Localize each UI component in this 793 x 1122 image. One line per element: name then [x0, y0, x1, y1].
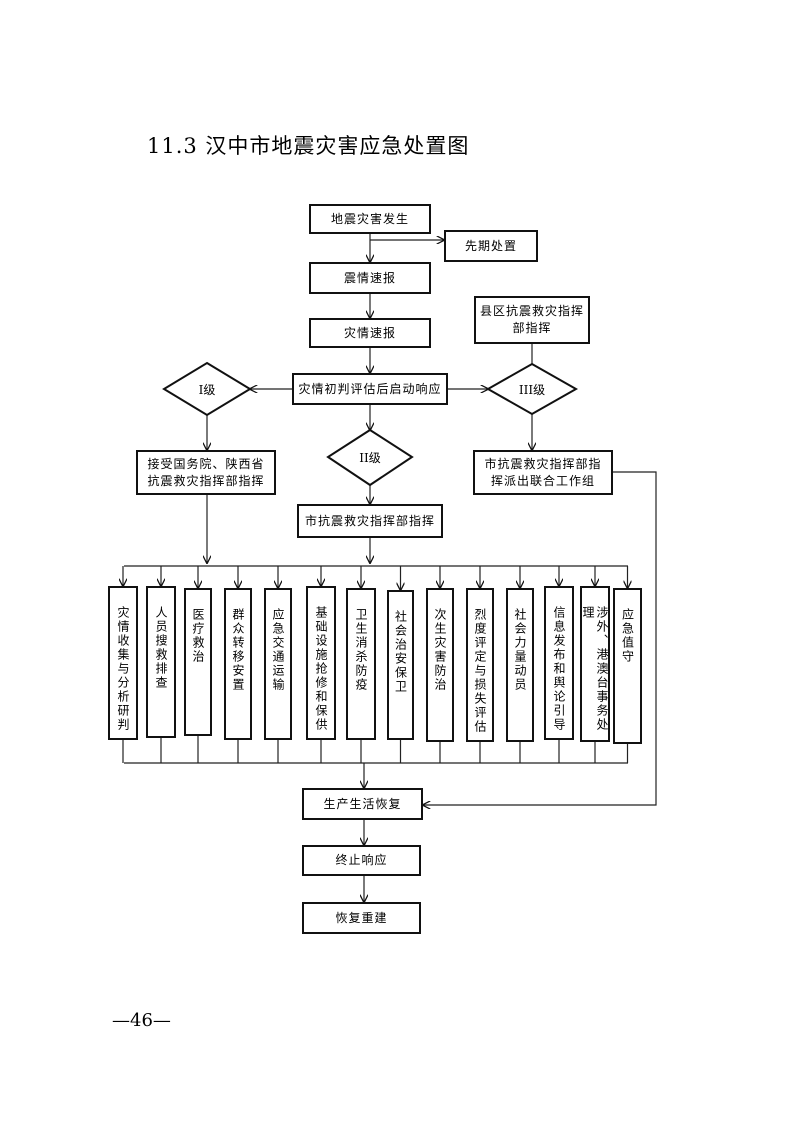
task-label: 涉外、港澳台事务处理	[581, 606, 609, 732]
task-box-7: 卫生消杀防疫	[346, 588, 376, 740]
task-box-9: 次生灾害防治	[426, 588, 454, 742]
level2-label: II级	[359, 450, 381, 465]
task-box-2: 人员搜救排查	[146, 586, 176, 738]
task-box-1: 灾情收集与分析研判	[108, 586, 138, 740]
node-quake: 地震灾害发生	[309, 204, 431, 234]
task-label: 卫生消杀防疫	[354, 608, 368, 692]
level2-diamond	[326, 428, 414, 487]
task-label: 医疗救治	[191, 608, 205, 664]
node-disaster-report: 灾情速报	[309, 318, 431, 348]
task-box-14: 应急值守	[613, 588, 642, 744]
node-county-hq: 县区抗震救灾指挥部指挥	[474, 296, 590, 344]
task-label: 次生灾害防治	[433, 608, 447, 692]
level1-label: I级	[198, 382, 216, 397]
task-label: 应急交通运输	[271, 608, 285, 692]
task-box-12: 信息发布和舆论引导	[544, 586, 574, 740]
task-label: 应急值守	[620, 608, 635, 664]
task-box-13: 涉外、港澳台事务处理	[580, 586, 610, 742]
node-early-response: 先期处置	[444, 230, 538, 262]
node-city-team: 市抗震救灾指挥部指挥派出联合工作组	[473, 450, 613, 495]
node-city-hq: 市抗震救灾指挥部指挥	[297, 504, 443, 538]
level3-label: III级	[518, 382, 546, 397]
task-label: 社会治安保卫	[393, 610, 408, 694]
task-label: 基础设施抢修和保供	[314, 606, 328, 732]
node-rebuild: 恢复重建	[302, 902, 421, 934]
task-label: 社会力量动员	[513, 608, 527, 692]
node-state-hq: 接受国务院、陕西省抗震救灾指挥部指挥	[136, 450, 276, 495]
page-number: —46—	[112, 1010, 171, 1031]
node-assess: 灾情初判评估后启动响应	[292, 373, 448, 405]
task-label: 群众转移安置	[231, 608, 245, 692]
task-label: 灾情收集与分析研判	[116, 606, 130, 732]
task-box-5: 应急交通运输	[264, 588, 292, 740]
task-arrows	[123, 566, 628, 763]
task-label: 信息发布和舆论引导	[552, 606, 566, 732]
task-label: 人员搜救排查	[154, 606, 168, 690]
edge-team-to-recovery	[423, 471, 657, 805]
task-box-6: 基础设施抢修和保供	[306, 586, 336, 740]
level1-diamond	[162, 361, 252, 417]
task-label: 烈度评定与损失评估	[473, 608, 487, 734]
task-box-3: 医疗救治	[184, 588, 212, 736]
node-end-response: 终止响应	[302, 845, 421, 876]
task-box-8: 社会治安保卫	[387, 590, 414, 740]
task-box-10: 烈度评定与损失评估	[466, 588, 494, 742]
page-title: 11.3 汉中市地震灾害应急处置图	[147, 134, 470, 158]
node-quake-report: 震情速报	[309, 262, 431, 294]
level3-diamond	[485, 362, 579, 416]
task-box-11: 社会力量动员	[506, 588, 534, 742]
node-recovery: 生产生活恢复	[302, 788, 423, 820]
task-box-4: 群众转移安置	[224, 588, 252, 740]
